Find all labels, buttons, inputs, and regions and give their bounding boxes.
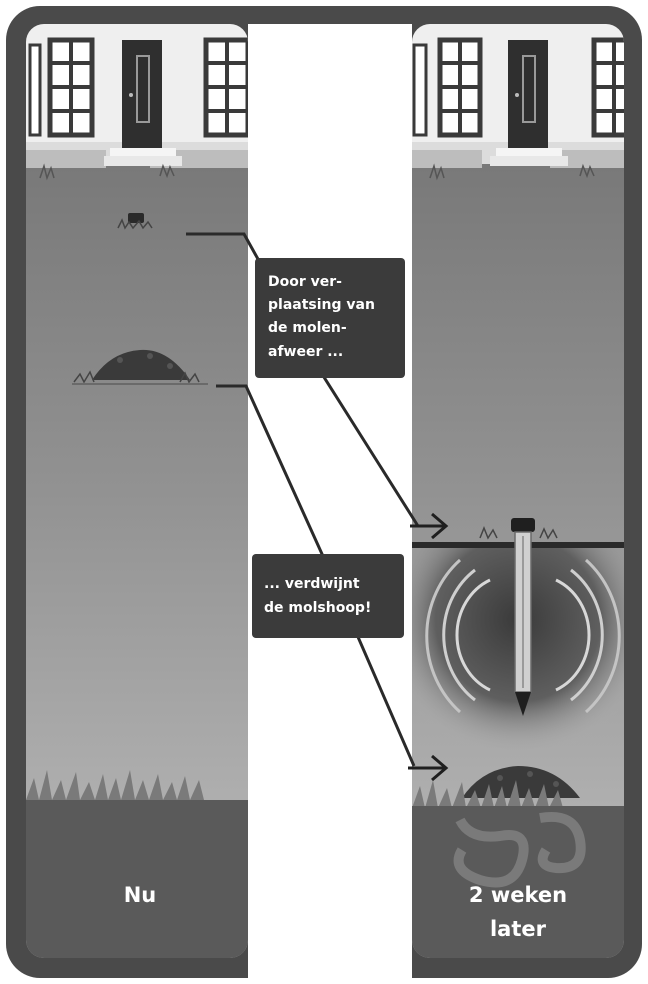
right-panel: [412, 24, 624, 958]
mole-repeller-icon: [479, 518, 558, 716]
callout-top: Door ver- plaatsing van de molen- afweer…: [255, 258, 405, 378]
left-house: [26, 24, 248, 168]
left-panel: [26, 24, 248, 958]
arrow-icon: [408, 754, 449, 782]
window-icon: [591, 37, 624, 138]
window-icon: [47, 37, 95, 138]
right-panel-label: later: [490, 917, 547, 941]
connector-bottom: [216, 384, 416, 767]
callout-top-line: plaatsing van: [268, 297, 375, 313]
window-icon: [437, 37, 483, 138]
callout-top-line: Door ver-: [268, 274, 342, 290]
callout-bottom-line: de molshoop!: [264, 600, 371, 616]
callout-bottom-line: ... verdwijnt: [264, 576, 360, 592]
right-house: [412, 24, 624, 168]
callout-top-line: de molen-: [268, 320, 347, 336]
molehill-icon: [462, 766, 580, 798]
door-icon: [508, 40, 548, 148]
repeller-top-icon: [117, 213, 153, 230]
right-panel-label: 2 weken: [469, 883, 567, 907]
callout-top-line: afweer ...: [268, 344, 343, 360]
callout-bottom: ... verdwijnt de molshoop!: [252, 554, 404, 638]
left-panel-label: Nu: [124, 883, 157, 907]
door-icon: [122, 40, 162, 148]
molehill-icon: [72, 349, 208, 385]
arrow-icon: [410, 512, 449, 540]
center-strip: [248, 24, 412, 984]
window-icon: [203, 37, 248, 138]
mole-tunnel-icon: [453, 812, 586, 888]
